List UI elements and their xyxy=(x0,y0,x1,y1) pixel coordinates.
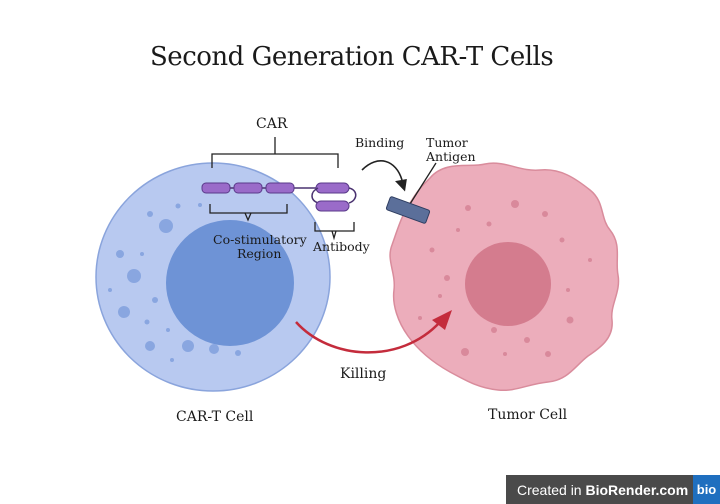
tumor-nucleus xyxy=(465,242,551,326)
tumor-cytoplasm-granules xyxy=(418,200,592,357)
footer-brand: BioRender.com xyxy=(585,481,689,498)
biorender-logo-icon: bio xyxy=(693,475,720,504)
antigen-pointer xyxy=(409,162,437,205)
footer-prefix: Created in xyxy=(517,481,582,498)
binding-arrow xyxy=(361,160,407,192)
costim-label-line1: Co-stimulatory xyxy=(213,232,307,247)
antibody-heavy-chain xyxy=(315,182,350,194)
costim-label-line2: Region xyxy=(237,246,282,261)
antibody-light-chain xyxy=(315,200,350,212)
tumor-antigen-icon xyxy=(385,196,431,224)
costim-domain-3 xyxy=(265,182,295,194)
costim-bracket xyxy=(209,204,288,222)
antibody-label: Antibody xyxy=(313,239,370,254)
biorender-footer[interactable]: Created in BioRender.com bio xyxy=(506,475,720,504)
car-bracket xyxy=(211,137,339,168)
tumor-antigen-label-line2: Antigen xyxy=(426,149,476,164)
tumor-cell xyxy=(389,162,620,392)
tumor-cell-label: Tumor Cell xyxy=(488,407,568,423)
car-t-cell xyxy=(95,162,331,392)
costim-domain-2 xyxy=(233,182,263,194)
costim-domain-1 xyxy=(201,182,231,194)
tumor-antigen-label-line1: Tumor xyxy=(426,135,468,150)
car-receptor xyxy=(201,182,357,212)
killing-label: Killing xyxy=(340,366,387,382)
killing-arrow xyxy=(295,310,452,354)
car-t-cytoplasm-granules xyxy=(108,203,241,362)
car-label: CAR xyxy=(256,116,288,132)
car-t-nucleus xyxy=(166,220,294,346)
page-title: Second Generation CAR-T Cells xyxy=(150,42,554,72)
car-t-cell-label: CAR-T Cell xyxy=(176,409,254,425)
antibody-bracket xyxy=(314,222,355,241)
footer-text: Created in BioRender.com xyxy=(506,482,688,498)
binding-label: Binding xyxy=(355,135,405,150)
